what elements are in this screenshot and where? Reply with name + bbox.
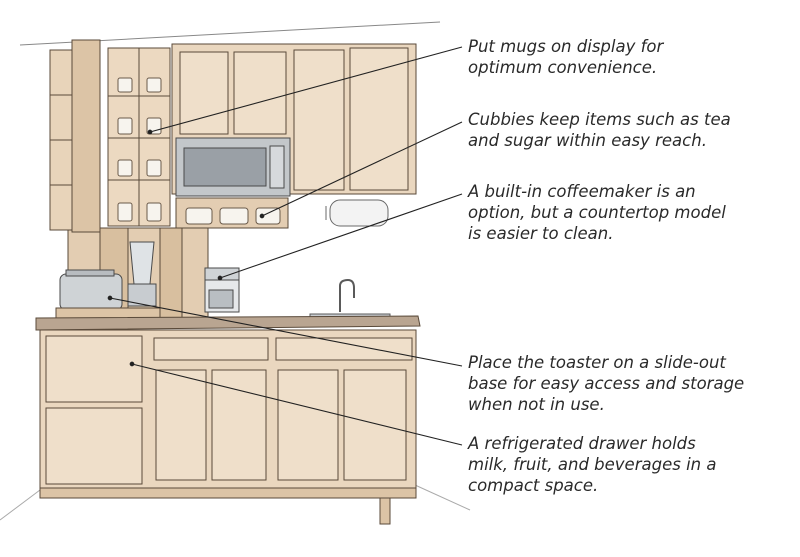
microwave (176, 138, 290, 196)
callout-line: and sugar within easy reach. (468, 130, 788, 151)
tea-cubbies (176, 198, 288, 228)
leader-dot (130, 362, 134, 366)
leader-dot (218, 276, 222, 280)
callout-line: is easier to clean. (468, 223, 788, 244)
leader-dot (108, 296, 112, 300)
callout-line: optimum convenience. (468, 57, 788, 78)
countertop (36, 316, 420, 330)
left-shelf-unit (50, 40, 100, 232)
callout-coffeemaker: A built-in coffeemaker is an option, but… (468, 181, 788, 244)
callout-line: milk, fruit, and beverages in a (468, 454, 788, 475)
callout-line: A refrigerated drawer holds (468, 433, 788, 454)
callout-line: compact space. (468, 475, 788, 496)
callout-line: Place the toaster on a slide-out (468, 352, 788, 373)
callout-line: base for easy access and storage (468, 373, 788, 394)
callout-line: option, but a countertop model (468, 202, 788, 223)
callout-mugs: Put mugs on display for optimum convenie… (468, 36, 788, 78)
leader-dot (260, 214, 264, 218)
callout-cubbies: Cubbies keep items such as tea and sugar… (468, 109, 788, 151)
callout-line: A built-in coffeemaker is an (468, 181, 788, 202)
callout-line: when not in use. (468, 394, 788, 415)
leader-dot (148, 130, 152, 134)
base-cabinet (40, 330, 416, 524)
paper-towel (326, 200, 388, 226)
mug-cubbies (108, 48, 170, 226)
coffeemaker (205, 268, 239, 312)
callout-line: Cubbies keep items such as tea (468, 109, 788, 130)
backsplash-pillar (160, 228, 182, 318)
callout-toaster: Place the toaster on a slide-out base fo… (468, 352, 788, 415)
callout-drawer: A refrigerated drawer holds milk, fruit,… (468, 433, 788, 496)
callout-line: Put mugs on display for (468, 36, 788, 57)
sink (310, 280, 390, 322)
